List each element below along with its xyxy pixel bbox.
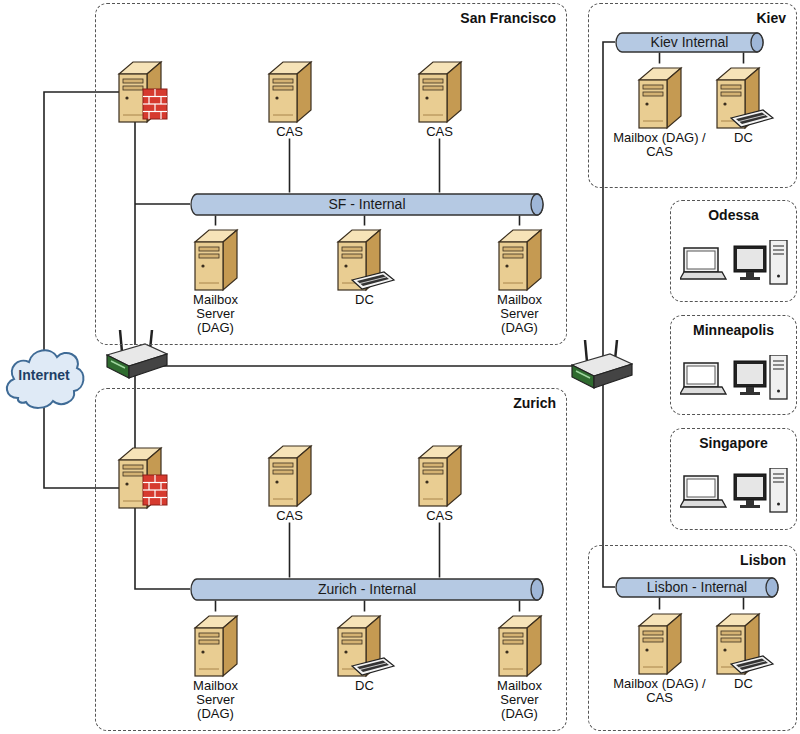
server-label: CAS [405,509,475,523]
server-icon [415,442,465,508]
server-label: Mailbox Server (DAG) [484,293,556,335]
region-title: Singapore [699,435,767,452]
network-link [439,139,441,193]
network-link [289,523,291,578]
server-icon [265,58,315,124]
server-node: CAS [255,58,325,139]
network-link [743,598,745,610]
domain-controller-icon [713,610,775,676]
server-label: DC [330,293,400,307]
network-link [364,216,366,226]
site-region: Minneapolis [670,315,797,415]
server-label: DC [712,677,776,691]
server-icon [191,612,241,678]
server-node: Mailbox (DAG) / CAS [610,64,710,159]
network-link [364,601,366,612]
network-link [743,53,745,64]
server-label: Mailbox (DAG) / CAS [610,677,710,705]
internet-cloud: Internet [2,338,86,412]
network-link [659,53,661,64]
server-label: DC [330,679,400,693]
server-node: CAS [405,442,475,523]
site-region: KievKiev InternalMailbox (DAG) / CASDC [588,3,797,188]
server-node: CAS [405,58,475,139]
server-icon [495,612,545,678]
network-label: Lisbon - Internal [647,579,747,595]
server-node: DC [712,610,776,691]
server-node: DC [330,226,400,307]
network-link [519,601,521,612]
server-icon [191,226,241,292]
network-link [215,216,217,226]
site-region: ZurichCAS CAS Zurich - InternalMailbox Ser… [95,388,567,731]
network-link [215,601,217,612]
server-node: DC [712,64,776,145]
network-label: Kiev Internal [651,34,729,50]
network-link [289,139,291,193]
network-band: Kiev Internal [615,32,765,53]
server-label: Mailbox Server (DAG) [180,679,252,721]
server-node: Mailbox (DAG) / CAS [610,610,710,705]
network-band: Lisbon - Internal [615,577,780,598]
server-label: CAS [255,509,325,523]
domain-controller-icon [334,226,396,292]
network-band: SF - Internal [190,193,545,216]
domain-controller-icon [334,612,396,678]
network-link [439,523,441,578]
site-region: Singapore [670,428,797,530]
region-title: Minneapolis [693,322,774,339]
server-label: CAS [405,125,475,139]
site-region: LisbonLisbon - InternalMailbox (DAG) / C… [588,545,797,731]
server-label: Mailbox Server (DAG) [180,293,252,335]
domain-controller-icon [713,64,775,130]
server-label: DC [712,131,776,145]
network-link [659,598,661,610]
server-node: Mailbox Server (DAG) [484,226,556,335]
server-icon [415,58,465,124]
region-title: Odessa [708,207,759,224]
server-node: Mailbox Server (DAG) [484,612,556,721]
server-icon [635,610,685,676]
server-icon [495,226,545,292]
server-label: Mailbox (DAG) / CAS [610,131,710,159]
network-link [519,216,521,226]
site-region: San FranciscoCAS CAS SF - InternalMailbox … [95,3,567,345]
network-label: Zurich - Internal [318,581,416,597]
server-label: Mailbox Server (DAG) [484,679,556,721]
server-node: Mailbox Server (DAG) [180,612,252,721]
server-icon [635,64,685,130]
region-title: Zurich [513,395,556,412]
network-band: Zurich - Internal [190,578,545,601]
server-icon [265,442,315,508]
cloud-label: Internet [18,367,69,383]
region-title: San Francisco [460,10,556,27]
site-region: Odessa [670,200,797,302]
network-label: SF - Internal [328,196,405,212]
region-title: Lisbon [740,552,786,569]
server-node: DC [330,612,400,693]
server-node: Mailbox Server (DAG) [180,226,252,335]
server-node: CAS [255,442,325,523]
server-label: CAS [255,125,325,139]
region-title: Kiev [756,10,786,27]
